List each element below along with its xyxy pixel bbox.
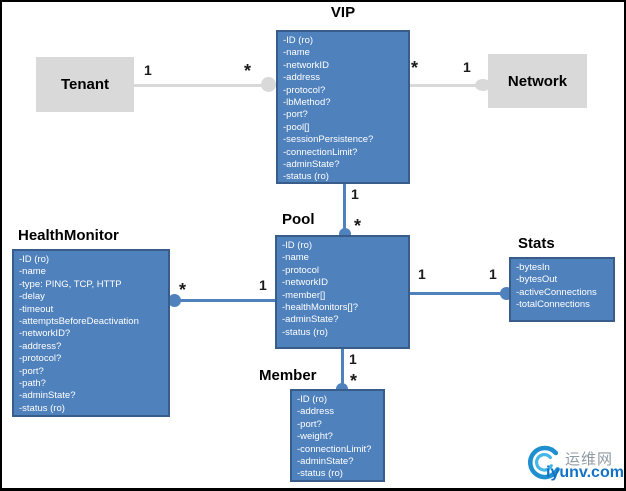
- multiplicity-vip-side-right: *: [411, 58, 419, 78]
- entity-field: -healthMonitors[]?: [282, 302, 359, 314]
- entity-field: -port?: [297, 418, 322, 430]
- multiplicity-pool-top: *: [354, 216, 362, 236]
- connector-pool-stats: [410, 292, 509, 295]
- entity-stats-fields: -bytesIn-bytesOut-activeConnections-tota…: [511, 259, 613, 312]
- entity-field: -ID (ro): [19, 254, 50, 265]
- multiplicity-network-side: 1: [463, 59, 471, 75]
- entity-field: -adminState?: [283, 159, 340, 171]
- entity-field: -attemptsBeforeDeactivation: [19, 316, 139, 328]
- entity-title-vip: VIP: [330, 4, 356, 21]
- entity-pool: -ID (ro)-name-protocol-networkID-member[…: [275, 235, 410, 349]
- connector-tenant-vip: [134, 84, 276, 87]
- entity-field: -path?: [19, 378, 46, 390]
- entity-vip-fields: -ID (ro)-name-networkID-address-protocol…: [278, 32, 408, 184]
- iyunv-swirl-icon: [528, 445, 560, 480]
- multiplicity-vip-side-left: *: [244, 61, 252, 81]
- entity-field: -address?: [19, 340, 62, 352]
- entity-field: -delay: [19, 291, 45, 303]
- entity-field: -ID (ro): [297, 394, 328, 405]
- watermark-site-name: 运维网: [565, 451, 614, 468]
- connector-vip-pool: [343, 184, 346, 237]
- connector-pool-member: [341, 349, 344, 391]
- entity-field: -type: PING, TCP, HTTP: [19, 278, 122, 290]
- multiplicity-tenant-side: 1: [144, 62, 152, 78]
- entity-field: -timeout: [19, 303, 54, 315]
- entity-field: -adminState?: [19, 390, 76, 402]
- entity-field: -networkID: [283, 59, 329, 71]
- entity-field: -networkID?: [19, 328, 71, 340]
- entity-vip: -ID (ro)-name-networkID-address-protocol…: [276, 30, 410, 184]
- entity-field: -status (ro): [282, 326, 328, 338]
- entity-field: -pool[]: [283, 121, 310, 133]
- entity-healthmonitor-fields: -ID (ro)-name-type: PING, TCP, HTTP-dela…: [14, 251, 168, 415]
- entity-field: -networkID: [282, 277, 328, 289]
- multiplicity-stats-side: 1: [489, 266, 497, 282]
- entity-field: -port?: [283, 109, 308, 121]
- connector-healthmonitor-pool: [170, 299, 275, 302]
- aggregation-dot-healthmonitor-pool: [168, 294, 181, 307]
- entity-pool-fields: -ID (ro)-name-protocol-networkID-member[…: [277, 237, 408, 339]
- entity-field: -sessionPersistence?: [283, 134, 374, 146]
- aggregation-dot-tenant-vip: [261, 77, 276, 92]
- entity-field: -protocol?: [283, 84, 326, 96]
- watermark-site-domain: iyunv.com: [546, 464, 624, 481]
- entity-field: -address: [283, 72, 320, 84]
- entity-field: -status (ro): [283, 171, 329, 183]
- entity-healthmonitor: -ID (ro)-name-type: PING, TCP, HTTP-dela…: [12, 249, 170, 417]
- entity-field: -status (ro): [297, 468, 343, 480]
- multiplicity-vip-bottom: 1: [351, 186, 359, 202]
- entity-field: -ID (ro): [283, 35, 314, 46]
- multiplicity-member-top: *: [350, 371, 358, 391]
- entity-field: -name: [282, 252, 309, 264]
- entity-tenant: Tenant: [36, 57, 134, 112]
- multiplicity-pool-right: 1: [418, 266, 426, 282]
- entity-field: -totalConnections: [516, 299, 590, 311]
- entity-title-member: Member: [259, 367, 317, 384]
- entity-title-pool: Pool: [282, 211, 315, 228]
- entity-field: -adminState?: [282, 314, 339, 326]
- entity-field: -connectionLimit?: [297, 443, 372, 455]
- aggregation-dot-vip-network: [475, 79, 491, 91]
- multiplicity-pool-left: 1: [259, 277, 267, 293]
- entity-field: -protocol?: [19, 353, 62, 365]
- site-watermark: 运维网 iyunv.com: [524, 440, 624, 488]
- entity-field: -ID (ro): [282, 240, 313, 251]
- entity-field: -port?: [19, 365, 44, 377]
- entity-field: -connectionLimit?: [283, 146, 358, 158]
- connector-vip-network: [410, 84, 488, 87]
- multiplicity-pool-bottom: 1: [349, 351, 357, 367]
- entity-member-fields: -ID (ro)-address-port?-weight?-connectio…: [292, 391, 383, 481]
- entity-field: -bytesOut: [516, 274, 558, 286]
- entity-field: -name: [19, 266, 46, 278]
- entity-field: -activeConnections: [516, 286, 597, 298]
- entity-network: Network: [488, 54, 587, 108]
- entity-title-stats: Stats: [518, 235, 555, 252]
- entity-stats: -bytesIn-bytesOut-activeConnections-tota…: [509, 257, 615, 322]
- entity-field: -weight?: [297, 431, 333, 443]
- entity-field: -name: [283, 47, 310, 59]
- entity-field: -status (ro): [19, 402, 65, 414]
- multiplicity-healthmonitor-side: *: [179, 280, 187, 300]
- entity-title-healthmonitor: HealthMonitor: [18, 227, 119, 244]
- entity-member: -ID (ro)-address-port?-weight?-connectio…: [290, 389, 385, 482]
- entity-field: -member[]: [282, 289, 326, 301]
- entity-title-tenant: Tenant: [60, 76, 110, 93]
- entity-field: -address: [297, 406, 334, 418]
- entity-title-network: Network: [507, 72, 568, 90]
- entity-field: -lbMethod?: [283, 97, 331, 109]
- entity-field: -protocol: [282, 264, 319, 276]
- entity-field: -adminState?: [297, 456, 354, 468]
- entity-field: -bytesIn: [516, 262, 550, 273]
